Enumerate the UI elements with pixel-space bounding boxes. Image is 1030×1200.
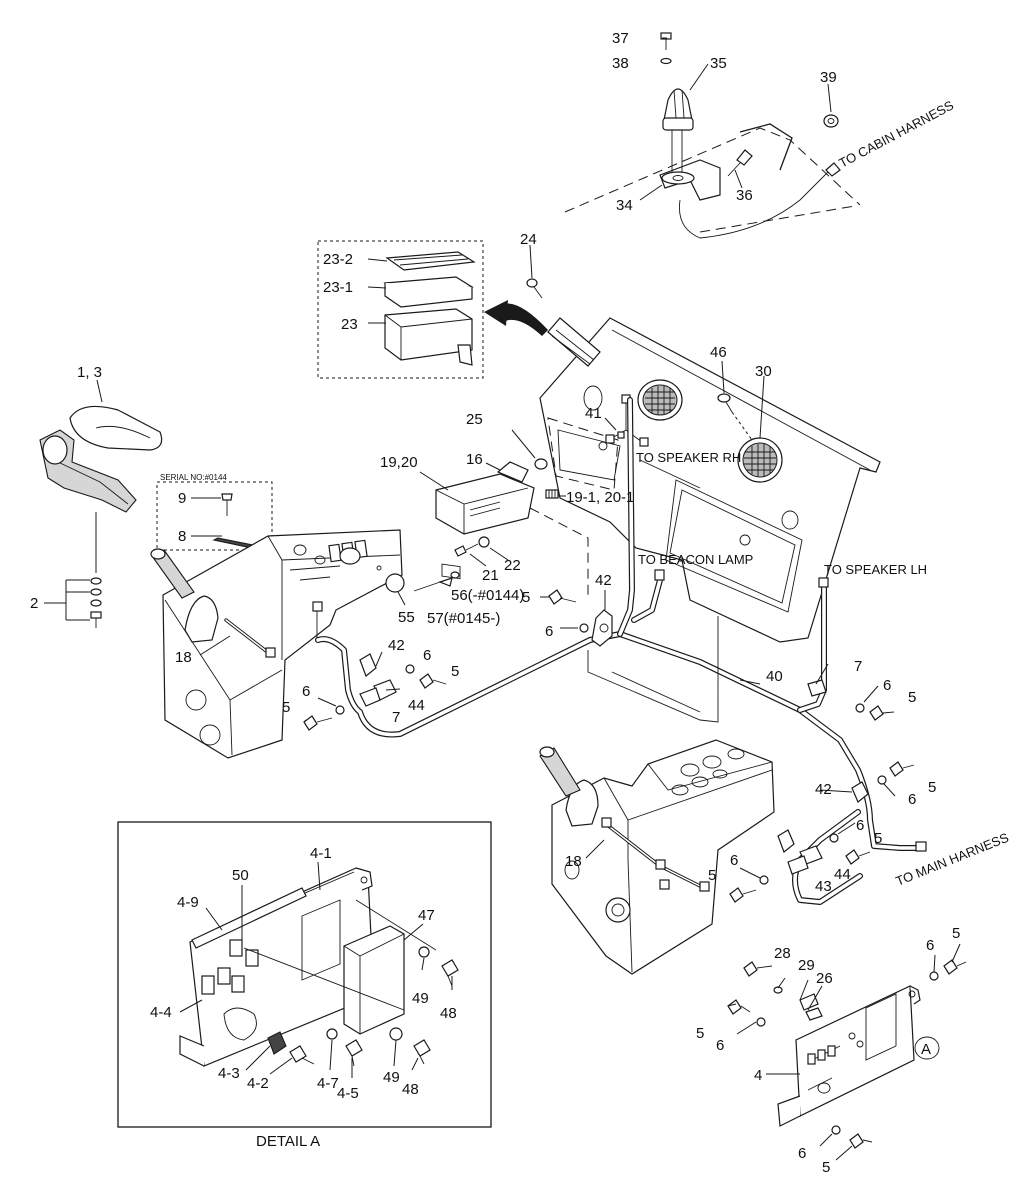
label-57: 57(#0145-) xyxy=(427,610,500,627)
label-2: 2 xyxy=(30,595,38,612)
part-labels: 37 38 35 39 34 36 24 23-2 23-1 23 1, 3 4… xyxy=(30,30,960,1176)
speaker-lh xyxy=(737,437,783,483)
serial-detail-box xyxy=(156,481,273,551)
label-22: 22 xyxy=(504,557,521,574)
label-42-left: 42 xyxy=(388,637,405,654)
label-4-2: 4-2 xyxy=(247,1075,269,1092)
label-4-9: 4-9 xyxy=(177,894,199,911)
label-47: 47 xyxy=(418,907,435,924)
label-48-b: 48 xyxy=(402,1081,419,1098)
label-6-g: 6 xyxy=(730,852,738,869)
detail-a xyxy=(117,821,492,1128)
label-5-e: 5 xyxy=(928,779,936,796)
label-28: 28 xyxy=(774,945,791,962)
label-56: 56(-#0144) xyxy=(451,587,524,604)
label-5-h: 5 xyxy=(952,925,960,942)
label-42-top: 42 xyxy=(595,572,612,589)
label-9: 9 xyxy=(178,490,186,507)
label-18-right: 18 xyxy=(565,853,582,870)
label-21: 21 xyxy=(482,567,499,584)
label-6-j: 6 xyxy=(798,1145,806,1162)
label-16: 16 xyxy=(466,451,483,468)
label-4-1: 4-1 xyxy=(310,845,332,862)
label-4: 4 xyxy=(754,1067,762,1084)
label-4-4: 4-4 xyxy=(150,1004,172,1021)
bracket-assembly-4 xyxy=(727,943,967,1161)
rear-panel xyxy=(526,244,881,643)
label-6-c: 6 xyxy=(302,683,310,700)
label-23: 23 xyxy=(341,316,358,333)
label-49-b: 49 xyxy=(383,1069,400,1086)
label-40: 40 xyxy=(766,668,783,685)
label-49-a: 49 xyxy=(412,990,429,1007)
label-5-a: 5 xyxy=(522,589,530,606)
label-34: 34 xyxy=(616,197,633,214)
label-4-7: 4-7 xyxy=(317,1075,339,1092)
label-1-3: 1, 3 xyxy=(77,364,102,381)
label-46: 46 xyxy=(710,344,727,361)
label-5-j: 5 xyxy=(822,1159,830,1176)
label-23-1: 23-1 xyxy=(323,279,353,296)
label-29: 29 xyxy=(798,957,815,974)
label-19-20: 19,20 xyxy=(380,454,418,471)
detail-caption: DETAIL A xyxy=(256,1133,320,1150)
label-19-1-20-1: 19-1, 20-1 xyxy=(566,489,634,506)
label-6-i: 6 xyxy=(716,1037,724,1054)
label-43: 43 xyxy=(815,878,832,895)
label-5-f: 5 xyxy=(874,830,882,847)
note-beacon-lamp: TO BEACON LAMP xyxy=(638,552,753,567)
label-55: 55 xyxy=(398,609,415,626)
label-4-3: 4-3 xyxy=(218,1065,240,1082)
label-5-g: 5 xyxy=(708,867,716,884)
label-23-2: 23-2 xyxy=(323,251,353,268)
right-console xyxy=(539,739,775,975)
label-18-left: 18 xyxy=(175,649,192,666)
label-38: 38 xyxy=(612,55,629,72)
label-5-i: 5 xyxy=(696,1025,704,1042)
fuse-box-detail xyxy=(317,240,548,379)
label-36: 36 xyxy=(736,187,753,204)
label-7-left: 7 xyxy=(392,709,400,726)
label-6-b: 6 xyxy=(423,647,431,664)
note-cabin-harness: TO CABIN HARNESS xyxy=(836,97,956,170)
label-25: 25 xyxy=(466,411,483,428)
label-39: 39 xyxy=(820,69,837,86)
label-37: 37 xyxy=(612,30,629,47)
label-50: 50 xyxy=(232,867,249,884)
label-44-right: 44 xyxy=(834,866,851,883)
joystick-grips xyxy=(39,379,163,628)
label-6-f: 6 xyxy=(856,817,864,834)
label-44-left: 44 xyxy=(408,697,425,714)
label-24: 24 xyxy=(520,231,537,248)
label-6-d: 6 xyxy=(883,677,891,694)
label-6-h: 6 xyxy=(926,937,934,954)
label-35: 35 xyxy=(710,55,727,72)
note-speaker-rh: TO SPEAKER RH xyxy=(636,450,741,465)
label-41: 41 xyxy=(585,405,602,422)
label-6-a: 6 xyxy=(545,623,553,640)
label-42-right: 42 xyxy=(815,781,832,798)
radio-unit xyxy=(419,429,589,600)
label-7-right: 7 xyxy=(854,658,862,675)
note-serial: SERIAL NO:#0144 xyxy=(160,473,227,482)
note-main-harness: TO MAIN HARNESS xyxy=(894,830,1012,889)
label-48-a: 48 xyxy=(440,1005,457,1022)
beacon-lamp-assembly xyxy=(564,32,861,239)
label-30: 30 xyxy=(755,363,772,380)
label-26: 26 xyxy=(816,970,833,987)
label-8: 8 xyxy=(178,528,186,545)
note-speaker-lh: TO SPEAKER LH xyxy=(824,562,927,577)
label-5-d: 5 xyxy=(908,689,916,706)
detail-marker-a: A xyxy=(921,1041,931,1058)
speaker-rh xyxy=(637,379,683,421)
label-5-b: 5 xyxy=(451,663,459,680)
label-5-c: 5 xyxy=(282,699,290,716)
wire-harness-40 xyxy=(303,397,927,905)
left-console xyxy=(150,529,460,759)
label-4-5: 4-5 xyxy=(337,1085,359,1102)
label-6-e: 6 xyxy=(908,791,916,808)
